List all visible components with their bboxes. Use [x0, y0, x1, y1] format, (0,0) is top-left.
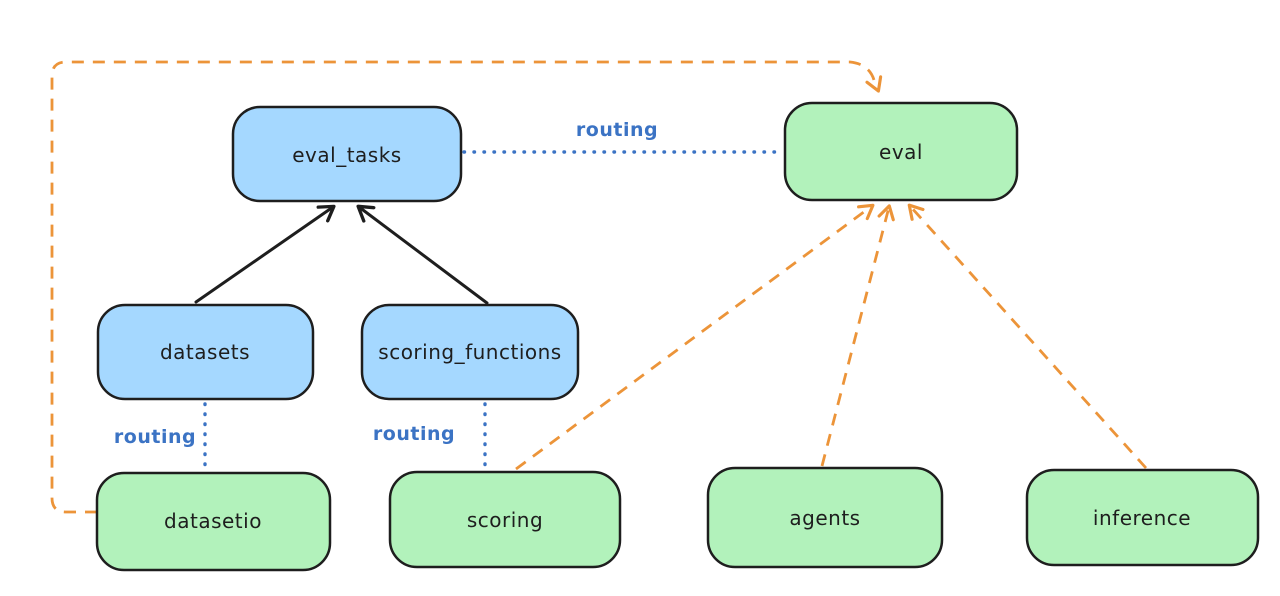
node-eval-tasks: eval_tasks	[231, 105, 463, 203]
node-scoring-label: scoring	[467, 508, 543, 532]
node-datasets: datasets	[96, 303, 315, 401]
node-inference: inference	[1025, 468, 1260, 567]
routing-label-scoring: routing	[373, 423, 455, 445]
node-eval-box	[783, 101, 1019, 202]
node-scoring-functions: scoring_functions	[360, 303, 580, 401]
edge-datasets-to-eval-tasks	[194, 204, 336, 304]
routing-label-datasetio: routing	[114, 426, 196, 448]
edge-scoring-functions-to-eval-tasks	[356, 204, 489, 305]
node-scoring: scoring	[388, 470, 622, 569]
node-scoring-box	[388, 470, 622, 569]
node-eval: eval	[783, 101, 1019, 202]
node-eval-tasks-label: eval_tasks	[292, 143, 401, 167]
edge-datasetio-to-eval	[50, 60, 883, 514]
edge-labels-layer: routing routing routing	[114, 119, 658, 448]
node-scoring-functions-box	[360, 303, 580, 401]
edge-inference-to-eval	[907, 203, 1148, 469]
node-datasets-box	[96, 303, 315, 401]
edges-layer	[50, 60, 1148, 514]
node-datasetio: datasetio	[95, 471, 332, 572]
node-datasets-label: datasets	[160, 340, 250, 364]
node-eval-tasks-box	[231, 105, 463, 203]
node-scoring-functions-label: scoring_functions	[378, 340, 561, 364]
node-datasetio-label: datasetio	[164, 509, 262, 533]
node-inference-label: inference	[1093, 506, 1191, 530]
routing-label-top: routing	[576, 119, 658, 141]
node-eval-label: eval	[879, 140, 923, 164]
edge-scoring-to-eval	[515, 203, 875, 471]
node-agents-label: agents	[789, 506, 860, 530]
edge-agents-to-eval	[820, 204, 895, 467]
node-agents-box	[706, 466, 944, 569]
node-inference-box	[1025, 468, 1260, 567]
node-agents: agents	[706, 466, 944, 569]
node-datasetio-box	[95, 471, 332, 572]
